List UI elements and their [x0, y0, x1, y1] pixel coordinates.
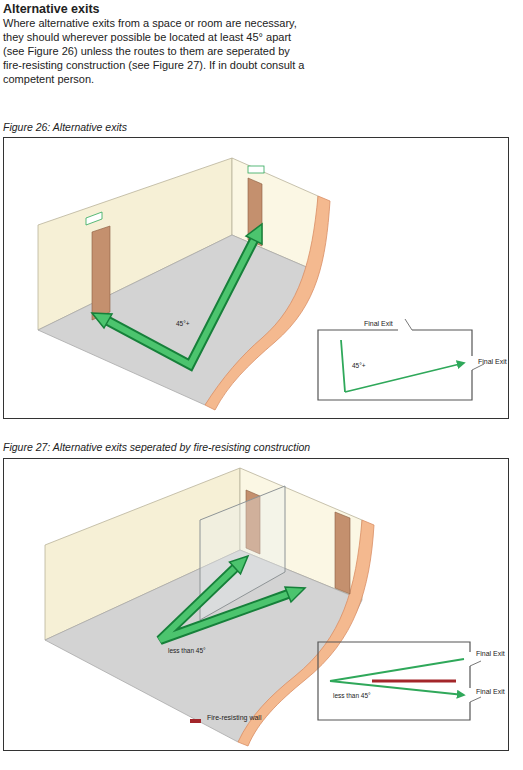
exit-label: Final Exit: [478, 358, 507, 366]
section-heading: Alternative exits: [3, 2, 100, 17]
plan-inset: [318, 642, 481, 720]
exit-label: Final Exit: [476, 688, 505, 696]
figure-caption: Figure 26: Alternative exits: [3, 121, 127, 134]
exit-label: Final Exit: [364, 320, 393, 328]
figure-frame: [4, 459, 509, 751]
plan-inset: [318, 319, 484, 400]
exit-label: Final Exit: [476, 650, 505, 658]
figure-frame: [4, 138, 509, 419]
angle-label: 45°+: [352, 362, 366, 370]
room-illustration: [38, 158, 330, 410]
fire-resisting-wall: [372, 680, 456, 683]
angle-label: less than 45°: [168, 647, 206, 655]
room-illustration: [45, 468, 374, 746]
legend-swatch: [190, 719, 201, 723]
legend-text: Fire-resisting wall: [207, 714, 261, 722]
angle-label: 45°+: [176, 320, 190, 328]
angle-label: less than 45°: [333, 692, 371, 700]
body-text: Where alternative exits from a space or …: [3, 17, 308, 87]
figure-caption: Figure 27: Alternative exits seperated b…: [3, 441, 310, 454]
